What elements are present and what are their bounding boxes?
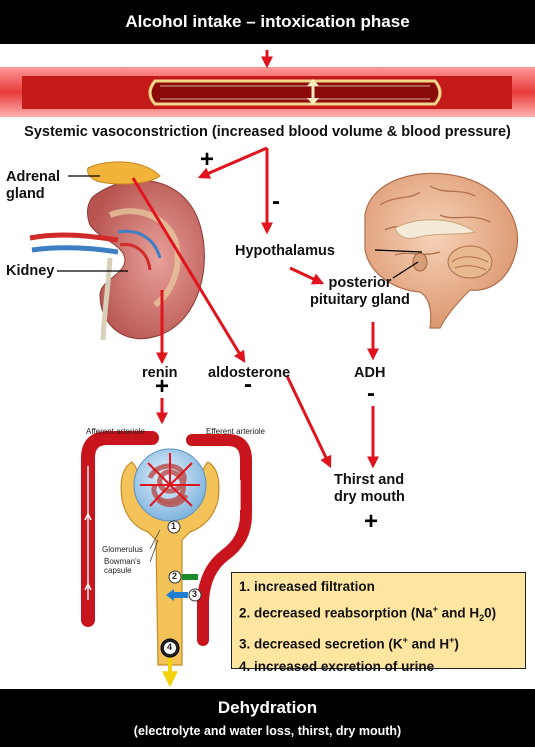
bottom-banner: Dehydration (electrolyte and water loss,…: [0, 689, 535, 747]
top-banner: Alcohol intake – intoxication phase: [0, 0, 535, 44]
bowmans-capsule-label: Bowman's capsule: [104, 557, 141, 575]
arrow-hypothalamus-to-pituitary: [289, 266, 325, 285]
efferent-arteriole-label: Efferent arteriole: [206, 427, 265, 436]
plus-sign-renin: +: [155, 373, 170, 400]
thirst-dry-mouth-label: Thirst and dry mouth: [334, 472, 405, 505]
legend-item-4: 4. increased excretion of urine: [239, 658, 435, 674]
hypothalamus-label: Hypothalamus: [235, 243, 335, 259]
plus-sign-vasoconstriction: +: [200, 146, 215, 173]
minus-sign-adh: -: [367, 380, 375, 407]
glomerulus-label: Glomerulus: [102, 545, 143, 554]
outcome-title: Dehydration: [217, 698, 318, 717]
aldosterone-label: aldosterone: [208, 365, 291, 381]
marker-3: 3: [192, 589, 198, 599]
vasoconstriction-caption: Systemic vasoconstriction (increased blo…: [24, 124, 511, 140]
pituitary-pointer-line: [392, 261, 419, 279]
marker-2: 2: [172, 571, 178, 581]
nephron-illustration: [81, 431, 252, 688]
brain-illustration: [364, 172, 519, 329]
arrow-adrenal-to-aldosterone: [131, 177, 246, 364]
minus-sign-aldosterone: -: [244, 371, 252, 398]
legend-item-3: 3. decreased secretion (K+ and H+): [239, 635, 459, 652]
kidney-illustration: [29, 161, 205, 341]
flow-arrows: [131, 50, 379, 469]
arrow-aldosterone-to-thirst: [285, 375, 332, 469]
legend-box: 1. increased filtration 2. decreased rea…: [231, 572, 526, 674]
marker-1: 1: [171, 521, 177, 531]
afferent-arteriole-label: Afferent arteriole: [86, 427, 145, 436]
legend-item-1: 1. increased filtration: [239, 579, 375, 594]
hypothalamus-pointer-line: [374, 249, 423, 253]
adh-label: ADH: [354, 365, 386, 381]
legend-item-2: 2. decreased reabsorption (Na+ and H20): [239, 604, 497, 624]
posterior-pituitary-label: posterior pituitary gland: [310, 275, 410, 308]
marker-4: 4: [167, 642, 173, 652]
arrow-to-adrenal: [197, 146, 268, 179]
plus-sign-thirst: +: [364, 508, 379, 535]
diagram-title: Alcohol intake – intoxication phase: [125, 12, 410, 31]
blood-vessel-illustration: [0, 67, 535, 117]
adrenal-gland-label: Adrenal gland: [6, 169, 60, 202]
outcome-subtitle: (electrolyte and water loss, thirst, dry…: [133, 724, 402, 738]
minus-sign-vasoconstriction: -: [272, 188, 280, 215]
renin-label: renin: [142, 365, 178, 381]
constriction-double-arrow-icon: [307, 79, 319, 105]
kidney-label: Kidney: [6, 263, 55, 279]
